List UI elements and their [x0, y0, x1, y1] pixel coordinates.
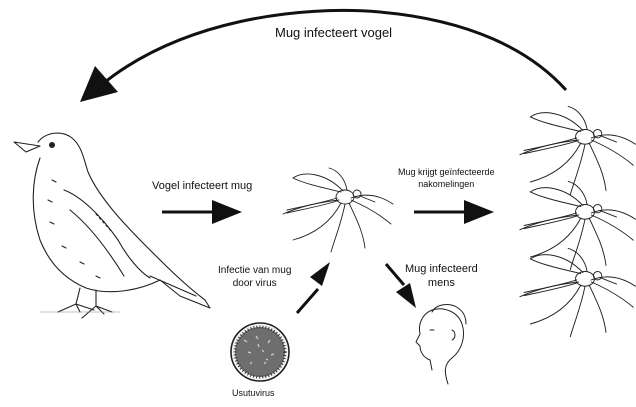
curved-arrowhead: [80, 66, 118, 102]
offspring-mosquito-icon: [520, 106, 636, 194]
infected-offspring-label-line2: nakomelingen: [398, 178, 495, 190]
bird-icon: [14, 133, 210, 318]
virus-icon: [231, 323, 289, 381]
mosquito-infects-bird-label: Mug infecteert vogel: [275, 25, 392, 40]
mosquito-infects-human-label: Mug infecteerd mens: [405, 262, 478, 290]
arrow-mosquito-to-offspring: [414, 200, 494, 224]
curved-arrow-line: [100, 10, 566, 90]
infected-offspring-label-line1: Mug krijgt geïnfecteerde: [398, 166, 495, 178]
virus-name-label: Usutuvirus: [232, 388, 275, 398]
virus-infects-mosquito-label-line1: Infectie van mug: [218, 264, 291, 277]
virus-infects-mosquito-label: Infectie van mug door virus: [218, 264, 291, 290]
offspring-mosquito-icon: [520, 248, 636, 336]
mosquito-icon: [283, 168, 393, 252]
arrow-bird-to-mosquito: [162, 200, 242, 224]
mosquito-infects-human-label-line1: Mug infecteerd: [405, 262, 478, 276]
virus-infects-mosquito-label-line2: door virus: [218, 277, 291, 290]
mosquito-infects-human-label-line2: mens: [405, 276, 478, 290]
arrow-virus-to-mosquito: [297, 262, 330, 313]
offspring-mosquito-icon: [520, 181, 636, 269]
human-head-icon: [416, 305, 466, 384]
bird-infects-mosquito-label: Vogel infecteert mug: [152, 180, 252, 192]
infected-offspring-label: Mug krijgt geïnfecteerde nakomelingen: [398, 166, 495, 190]
